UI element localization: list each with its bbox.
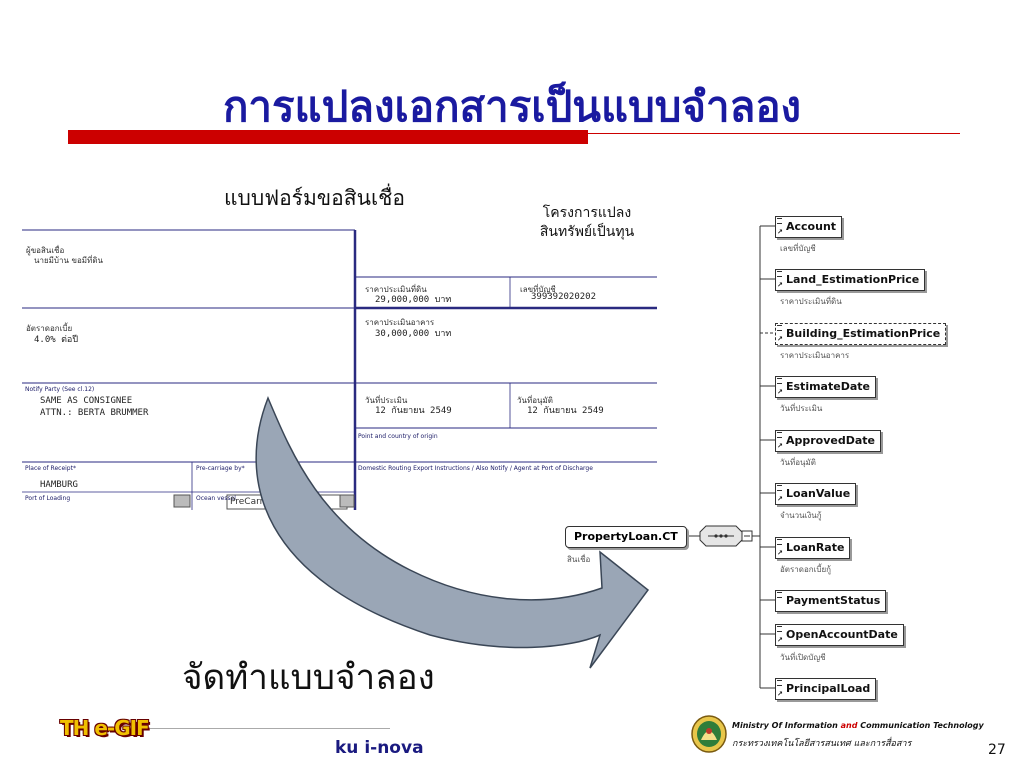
- ministry-name-thai: กระทรวงเทคโนโลยีสารสนเทศ และการสื่อสาร: [732, 739, 912, 749]
- estimate-date-value: 12 กันยายน 2549: [375, 406, 452, 416]
- schema-node-estimate-date-desc: วันที่ประเมิน: [780, 404, 823, 413]
- schema-node-account: ↗Account: [775, 216, 843, 238]
- account-value: 399392020202: [531, 292, 597, 302]
- schema-node-loan-rate: ↗LoanRate: [775, 537, 851, 559]
- form-note-line1: โครงการแปลง: [542, 205, 632, 221]
- notify-party-label: Notify Party (See cl.12): [25, 386, 95, 393]
- origin-label: Point and country of origin: [358, 433, 438, 440]
- precarriage-label: Pre-carriage by*: [196, 465, 245, 472]
- page-number: 27: [988, 742, 1006, 758]
- building-price-label: ราคาประเมินอาคาร: [365, 318, 435, 327]
- footer-center-text: ku i-nova: [335, 738, 424, 758]
- account-label: เลขที่บัญชี: [520, 285, 556, 294]
- schema-node-principal-load: ↗PrincipalLoad: [775, 678, 877, 700]
- approve-date-value: 12 กันยายน 2549: [527, 406, 604, 416]
- title-underline-bar: [68, 130, 588, 144]
- schema-node-approved-date: ↗ApprovedDate: [775, 430, 882, 452]
- land-price-value: 29,000,000 บาท: [375, 295, 452, 305]
- schema-node-land-estimation-price-desc: ราคาประเมินที่ดิน: [780, 297, 842, 306]
- schema-root-node: PropertyLoan.CT: [565, 526, 687, 548]
- place-of-receipt-value: HAMBURG: [40, 480, 78, 490]
- slide-title: การแปลงเอกสารเป็นแบบจำลอง: [222, 82, 802, 131]
- schema-node-account-desc: เลขที่บัญชี: [780, 244, 816, 253]
- place-of-receipt-label: Place of Receipt*: [25, 465, 76, 472]
- form-title: แบบฟอร์มขอสินเชื่อ: [224, 186, 405, 210]
- th-egif-logo: TH e-GIF: [60, 716, 150, 740]
- schema-root-description: สินเชื่อ: [567, 555, 591, 564]
- schema-node-building-estimation-price: ↗Building_EstimationPrice: [775, 323, 947, 345]
- schema-node-loan-value: ↗LoanValue: [775, 483, 857, 505]
- form-project-note: โครงการแปลง สินทรัพย์เป็นทุน: [522, 204, 652, 242]
- schema-node-open-account-date-desc: วันที่เปิดบัญชี: [780, 653, 826, 662]
- loan-form-image: แบบฟอร์มขอสินเชื่อ โครงการแปลง สินทรัพย์…: [22, 170, 657, 510]
- precarriage-field: PreCarriage: [230, 497, 283, 507]
- schema-node-loan-rate-desc: อัตราดอกเบี้ยกู้: [780, 565, 831, 574]
- land-price-label: ราคาประเมินที่ดิน: [365, 285, 427, 294]
- borrower-label: ผู้ขอสินเชื่อ: [26, 246, 65, 255]
- schema-node-payment-status: PaymentStatus: [775, 590, 887, 612]
- title-underline-thin: [588, 133, 960, 134]
- interest-rate-value: 4.0% ต่อปี: [34, 335, 79, 345]
- schema-node-estimate-date: ↗EstimateDate: [775, 376, 876, 398]
- estimate-date-label: วันที่ประเมิน: [365, 396, 408, 405]
- schema-node-approved-date-desc: วันที่อนุมัติ: [780, 458, 816, 467]
- ministry-emblem-icon: [691, 715, 727, 753]
- create-model-label: จัดทำแบบจำลอง: [182, 658, 435, 698]
- schema-node-open-account-date: ↗OpenAccountDate: [775, 624, 904, 646]
- borrower-value: นายมีบ้าน ขอมีที่ดิน: [34, 256, 103, 265]
- ocean-vessel-label: Ocean vessel: [196, 495, 236, 502]
- interest-rate-label: อัตราดอกเบี้ย: [26, 324, 73, 333]
- schema-node-land-estimation-price: ↗Land_EstimationPrice: [775, 269, 926, 291]
- ministry-name-english: Ministry Of Information and Communicatio…: [732, 721, 984, 730]
- schema-node-loan-value-desc: จำนวนเงินกู้: [780, 511, 822, 520]
- curved-arrow: [255, 396, 650, 669]
- footer-divider: [150, 728, 390, 729]
- building-price-value: 30,000,000 บาท: [375, 329, 452, 339]
- notify-line-2: ATTN.: BERTA BRUMMER: [40, 408, 149, 418]
- notify-line-1: SAME AS CONSIGNEE: [40, 396, 133, 406]
- form-note-line2: สินทรัพย์เป็นทุน: [539, 224, 635, 240]
- routing-label: Domestic Routing Export Instructions / A…: [358, 465, 593, 472]
- port-of-loading-label: Port of Loading: [25, 495, 71, 502]
- approve-date-label: วันที่อนุมัติ: [517, 396, 553, 405]
- schema-node-building-estimation-price-desc: ราคาประเมินอาคาร: [780, 351, 850, 360]
